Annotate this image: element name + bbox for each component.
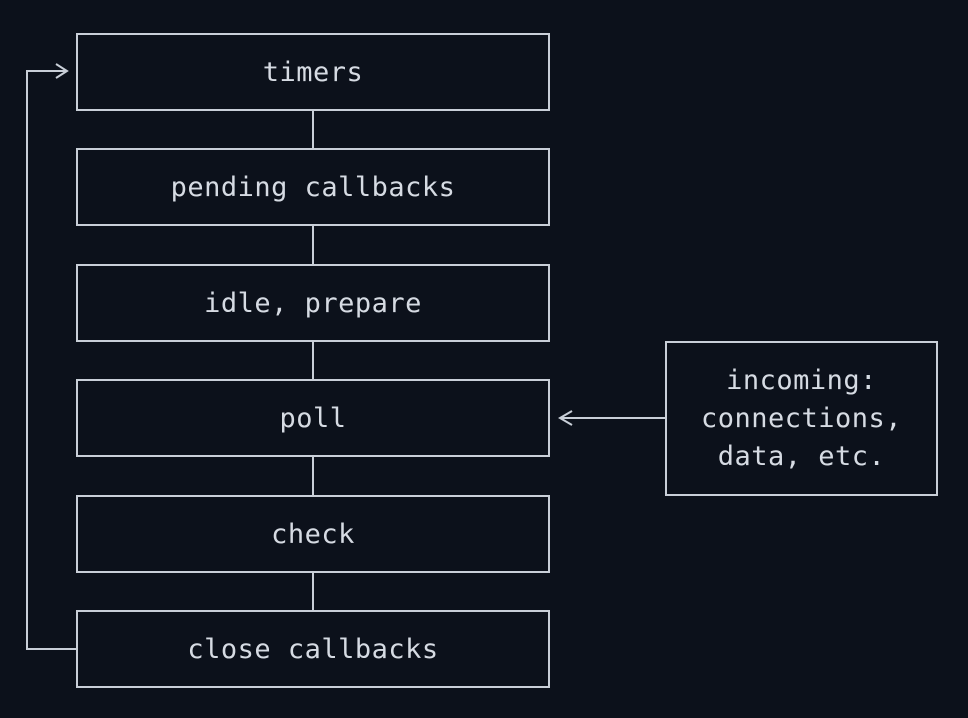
- incoming-line: data, etc.: [717, 440, 886, 472]
- phase-poll: poll: [76, 379, 550, 457]
- phase-pending-callbacks: pending callbacks: [76, 148, 550, 226]
- phase-label: idle, prepare: [204, 287, 422, 319]
- loop-back-arrowhead-icon: [55, 63, 69, 79]
- incoming-box: incoming: connections, data, etc.: [665, 341, 938, 496]
- incoming-arrowhead-icon: [558, 410, 573, 426]
- phase-close-callbacks: close callbacks: [76, 610, 550, 688]
- loop-back-line: [26, 70, 77, 650]
- phase-check: check: [76, 495, 550, 573]
- phase-idle-prepare: idle, prepare: [76, 264, 550, 342]
- phase-label: timers: [262, 56, 364, 88]
- phase-label: pending callbacks: [170, 171, 456, 203]
- incoming-line: incoming:: [726, 364, 877, 396]
- phase-label: close callbacks: [187, 633, 439, 665]
- incoming-line: connections,: [700, 402, 903, 434]
- phase-label: poll: [279, 402, 347, 434]
- phase-label: check: [271, 518, 355, 550]
- phase-timers: timers: [76, 33, 550, 111]
